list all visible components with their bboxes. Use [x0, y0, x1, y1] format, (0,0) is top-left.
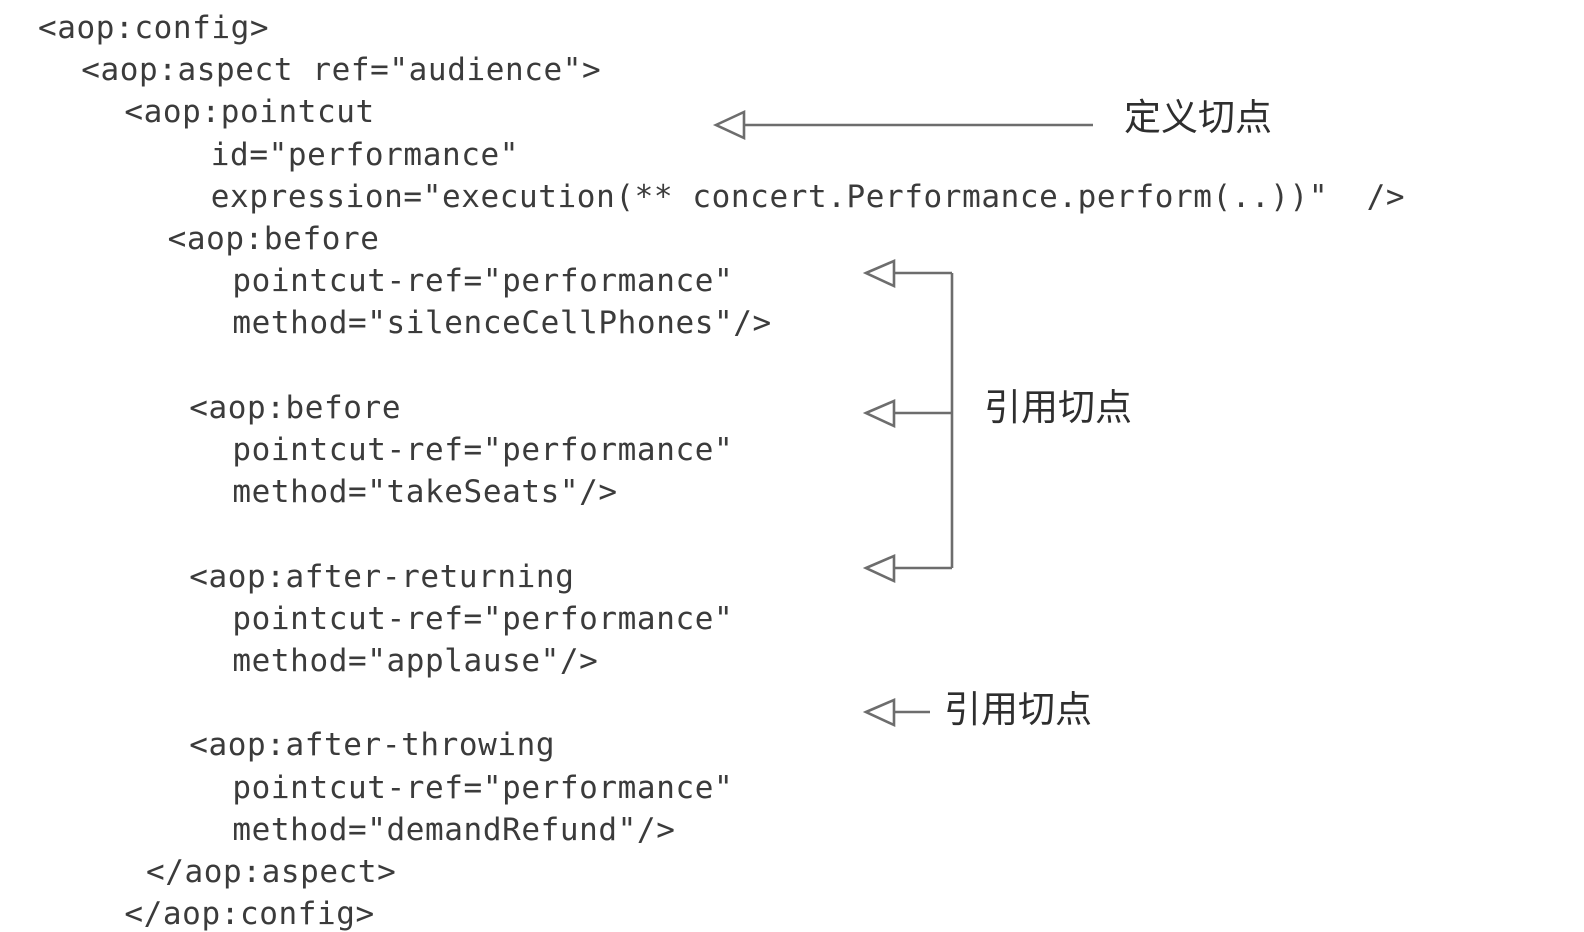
code-line: <aop:aspect ref="audience"> [81, 52, 602, 89]
code-line: </aop:aspect> [146, 854, 397, 890]
xml-code-block: <aop:config> <aop:aspect ref="audience"> <… [38, 10, 1406, 930]
code-line: method="applause"/> [232, 643, 599, 679]
code-line: <aop:before [167, 221, 380, 257]
code-line: <aop:before [189, 389, 402, 426]
code-line: method="demandRefund"/> [232, 811, 676, 848]
figure-canvas: <aop:config> <aop:aspect ref="audience"> <… [38, 10, 1406, 930]
code-line: pointcut-ref="performance" [232, 432, 734, 468]
code-line: pointcut-ref="performance" [232, 769, 734, 806]
code-line: </aop:config> [124, 896, 375, 932]
code-line: <aop:config> [38, 10, 270, 46]
code-line: method="silenceCellPhones"/> [232, 305, 772, 342]
code-line: pointcut-ref="performance" [232, 600, 734, 637]
code-line: <aop:after-throwing [189, 727, 556, 764]
code-line: method="takeSeats"/> [232, 474, 618, 511]
code-line: <aop:pointcut [124, 94, 375, 131]
code-line: pointcut-ref="performance" [232, 263, 734, 300]
code-line: <aop:after-returning [189, 558, 575, 595]
code-line: expression="execution(** concert.Perform… [210, 178, 1406, 215]
code-line: id="performance" [210, 136, 520, 173]
